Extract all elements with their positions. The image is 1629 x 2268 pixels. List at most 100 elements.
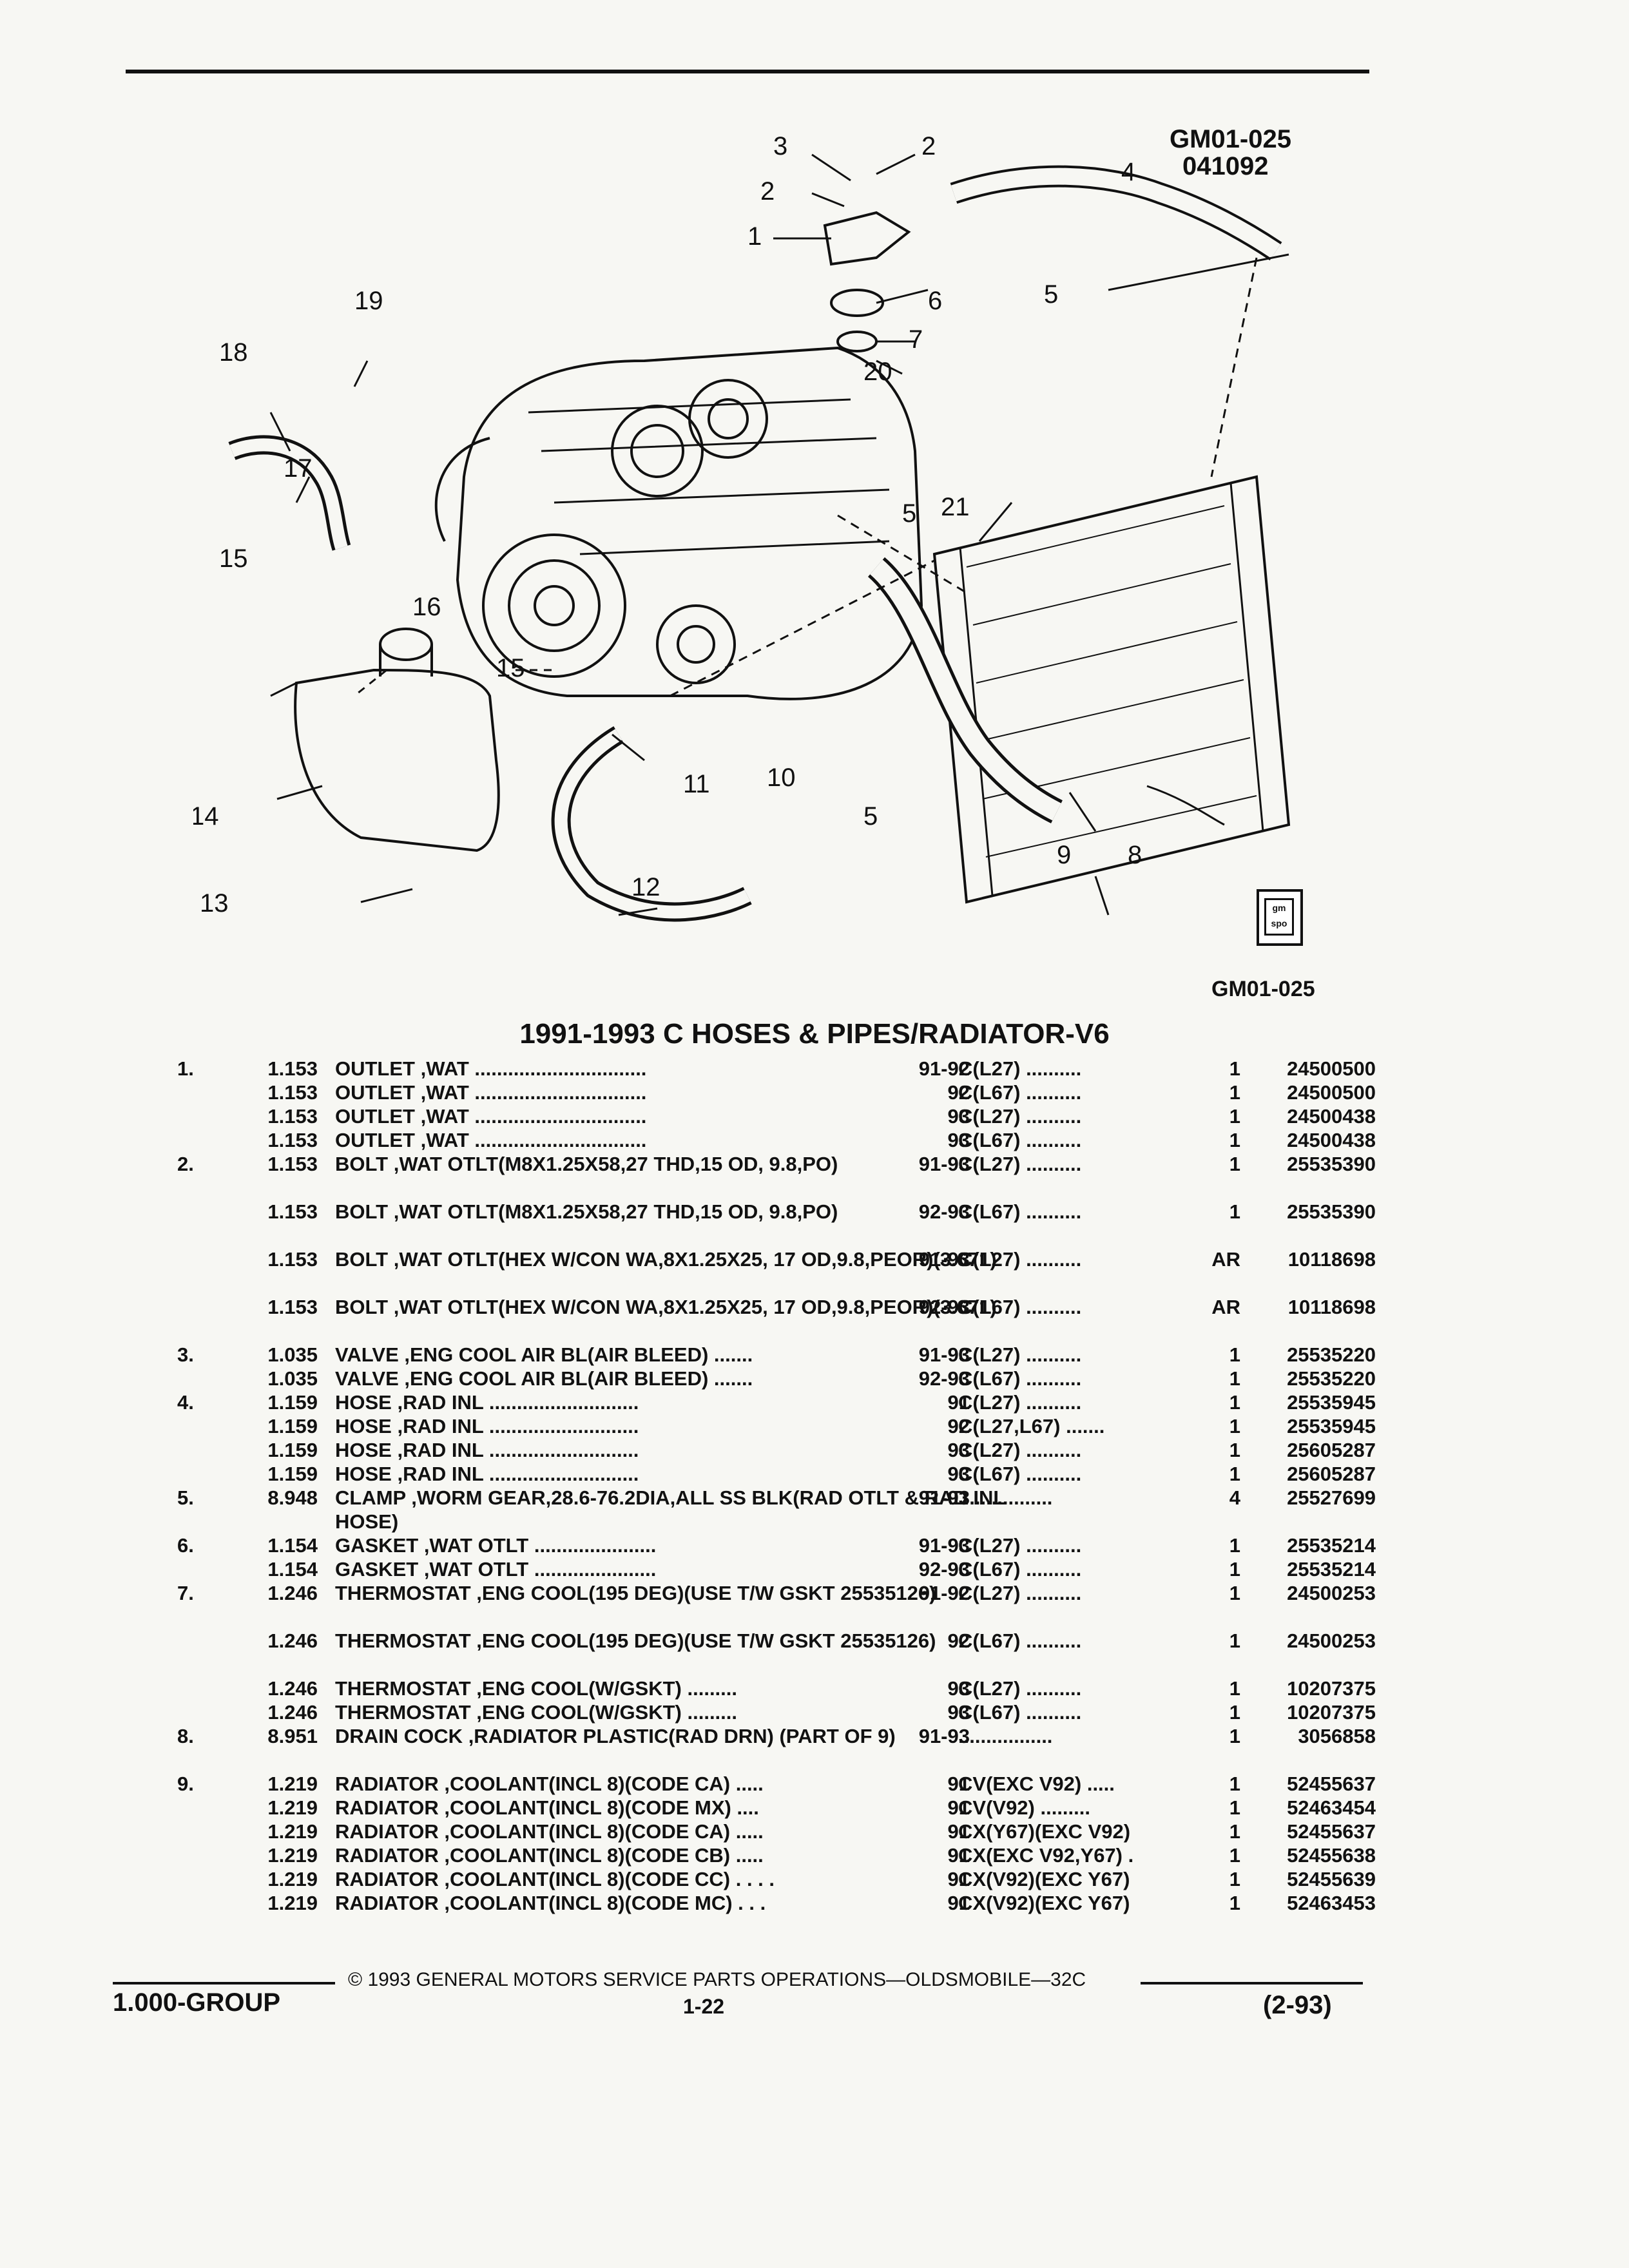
part-detail: ,WAT OTLT(M8X1.25X58,27 THD,15 OD, 9.8,P…: [393, 1200, 838, 1223]
model-years: 93: [947, 1463, 970, 1485]
part-number: 25535214: [1287, 1558, 1376, 1581]
group-number: 1.159: [267, 1391, 318, 1414]
model-years: 92: [947, 1629, 970, 1652]
part-index: 1.: [177, 1057, 194, 1080]
part-detail: ,WAT ...............................: [420, 1105, 647, 1128]
svg-text:7: 7: [909, 325, 923, 354]
quantity: 1: [1229, 1582, 1240, 1604]
quantity: 4: [1229, 1486, 1240, 1509]
group-number: 1.154: [267, 1558, 318, 1581]
revision-date: (2-93): [1263, 1991, 1332, 2019]
group-number: 1.219: [267, 1892, 318, 1914]
model-years: 91: [947, 1796, 970, 1819]
part-name: THERMOSTAT: [335, 1582, 471, 1604]
part-number: 3056858: [1298, 1725, 1376, 1747]
model-usage: C(L27) ..........: [958, 1582, 1082, 1604]
part-detail: ,RAD INL ...........................: [397, 1439, 639, 1461]
model-years: 91-92: [918, 1582, 970, 1604]
group-number: 1.219: [267, 1796, 318, 1819]
svg-text:3: 3: [773, 132, 787, 160]
part-number: 25535390: [1287, 1200, 1376, 1223]
part-detail: ,ENG COOL(W/GSKT) .........: [476, 1701, 738, 1724]
footer-rule-right: [1141, 1982, 1363, 1984]
part-number: 10118698: [1287, 1248, 1376, 1271]
part-detail: ,WAT ...............................: [420, 1057, 647, 1080]
model-years: 93: [947, 1129, 970, 1151]
part-description: CLAMP ,WORM GEAR,28.6-76.2DIA,ALL SS BLK…: [335, 1486, 1044, 1533]
part-number: 24500253: [1287, 1629, 1376, 1652]
model-years: 91-93: [918, 1248, 970, 1271]
group-number: 1.246: [267, 1629, 318, 1652]
model-years: 93: [947, 1105, 970, 1128]
quantity: 1: [1229, 1057, 1240, 1080]
part-detail: ,RAD INL ...........................: [397, 1463, 639, 1485]
footer-rule-left: [113, 1982, 335, 1984]
part-description: BOLT ,WAT OTLT(HEX W/CON WA,8X1.25X25, 1…: [335, 1247, 1044, 1271]
part-number: 25527699: [1287, 1486, 1376, 1509]
part-name: RADIATOR: [335, 1892, 439, 1914]
part-name: THERMOSTAT: [335, 1701, 471, 1724]
model-usage: .................: [958, 1486, 1053, 1509]
page-number: 1-22: [683, 1995, 725, 2018]
part-index: 7.: [177, 1582, 194, 1604]
model-usage: C(L27) ..........: [958, 1677, 1082, 1700]
part-name: OUTLET: [335, 1081, 415, 1104]
model-years: 91-93: [918, 1153, 970, 1175]
copyright-notice: © 1993 GENERAL MOTORS SERVICE PARTS OPER…: [348, 1969, 1086, 1990]
svg-text:9: 9: [1057, 841, 1071, 869]
model-usage: C(L67) ..........: [958, 1200, 1082, 1223]
part-description: DRAIN COCK ,RADIATOR PLASTIC(RAD DRN) (P…: [335, 1724, 1044, 1748]
part-detail: ,ENG COOL AIR BL(AIR BLEED) .......: [404, 1343, 753, 1366]
model-years: 91-93: [918, 1725, 970, 1747]
group-number: 1.153: [267, 1057, 318, 1080]
part-detail: ,WORM GEAR,28.6-76.2DIA,ALL SS BLK(RAD O…: [335, 1486, 1005, 1533]
part-description: GASKET ,WAT OTLT ......................: [335, 1557, 1044, 1581]
svg-text:11: 11: [683, 770, 710, 798]
top-rule: [126, 70, 1369, 73]
part-name: GASKET: [335, 1558, 419, 1581]
group-number: 8.951: [267, 1725, 318, 1747]
model-usage: .................: [958, 1725, 1053, 1747]
part-detail: ,WAT OTLT(HEX W/CON WA,8X1.25X25, 17 OD,…: [393, 1296, 997, 1318]
svg-text:8: 8: [1128, 841, 1142, 869]
svg-text:6: 6: [928, 287, 942, 315]
part-description: HOSE ,RAD INL ..........................…: [335, 1390, 1044, 1414]
quantity: 1: [1229, 1820, 1240, 1843]
part-name: HOSE: [335, 1391, 392, 1414]
model-years: 91: [947, 1892, 970, 1914]
model-years: 91-93: [918, 1486, 970, 1509]
part-detail: ,WAT OTLT ......................: [423, 1558, 657, 1581]
quantity: 1: [1229, 1725, 1240, 1747]
part-description: BOLT ,WAT OTLT(HEX W/CON WA,8X1.25X25, 1…: [335, 1295, 1044, 1319]
part-name: VALVE: [335, 1343, 399, 1366]
group-number: 1.153: [267, 1081, 318, 1104]
group-number: 1.246: [267, 1582, 318, 1604]
group-number: 1.153: [267, 1105, 318, 1128]
group-number: 1.035: [267, 1343, 318, 1366]
model-usage: CX(Y67)(EXC V92): [958, 1820, 1131, 1843]
part-index: 6.: [177, 1534, 194, 1557]
quantity: 1: [1229, 1534, 1240, 1557]
part-number: 25535945: [1287, 1415, 1376, 1437]
part-detail: ,COOLANT(INCL 8)(CODE MC) . . .: [444, 1892, 766, 1914]
part-description: OUTLET ,WAT ............................…: [335, 1104, 1044, 1128]
quantity: 1: [1229, 1367, 1240, 1390]
part-detail: ,ENG COOL AIR BL(AIR BLEED) .......: [404, 1367, 753, 1390]
part-number: 52463454: [1287, 1796, 1376, 1819]
part-number: 24500500: [1287, 1081, 1376, 1104]
model-years: 93: [947, 1677, 970, 1700]
quantity: 1: [1229, 1153, 1240, 1175]
part-name: VALVE: [335, 1367, 399, 1390]
svg-text:19: 19: [354, 287, 383, 315]
figure-code: GM01-025: [1170, 125, 1291, 153]
